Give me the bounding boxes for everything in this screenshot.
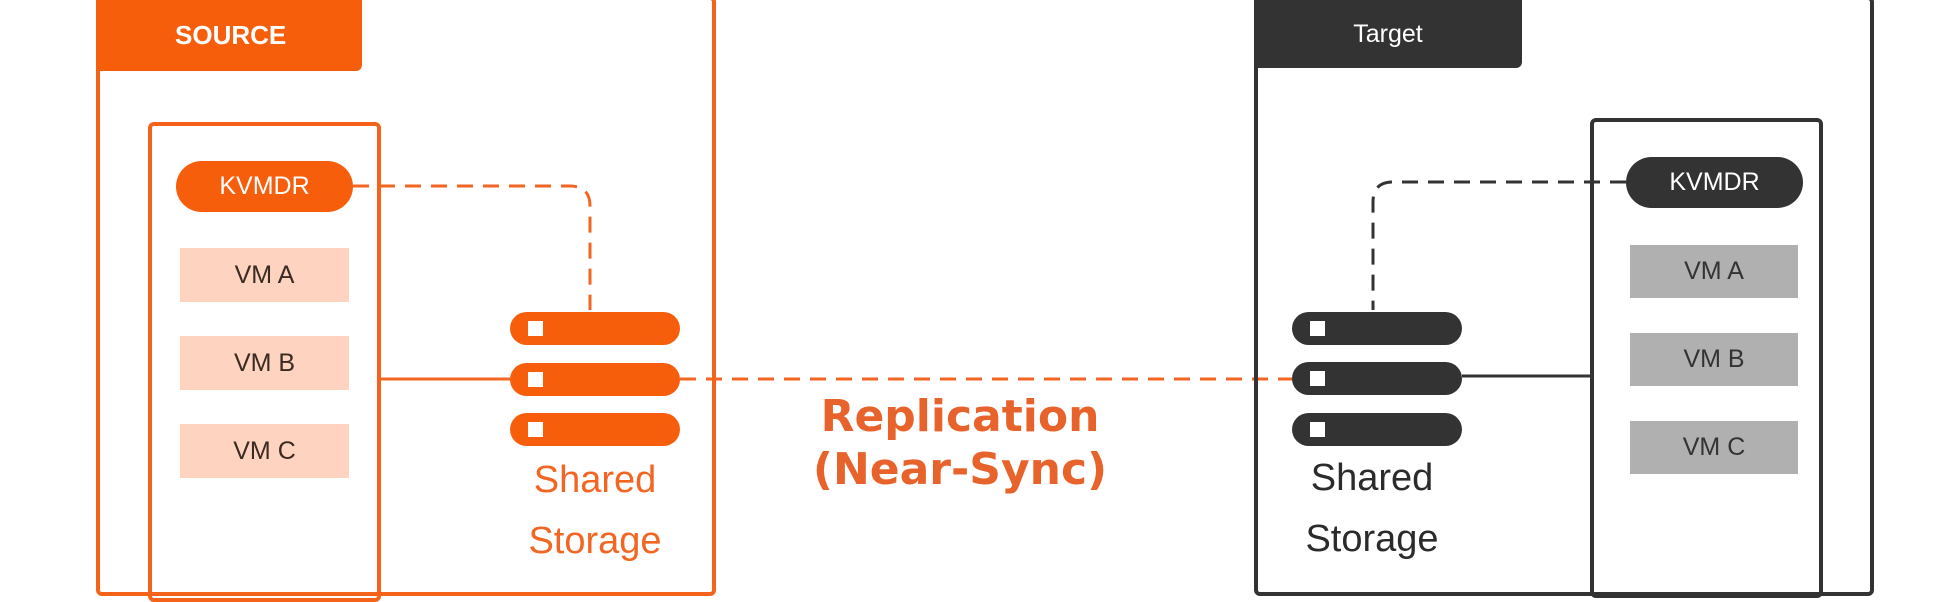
target-storage-disk-icon <box>1292 362 1462 395</box>
source-storage-label-line1: Shared <box>533 459 657 501</box>
target-vm-c: VM C <box>1630 421 1798 474</box>
source-storage-disk-icon <box>510 413 680 446</box>
source-storage-label-line2: Storage <box>528 520 662 562</box>
target-storage-disk-icon <box>1292 312 1462 345</box>
target-site-title: Target <box>1254 0 1522 68</box>
source-vm-b: VM B <box>180 336 349 390</box>
target-storage-label-line2: Storage <box>1305 518 1439 560</box>
source-storage-disk-icon <box>510 312 680 345</box>
connector-lines <box>353 180 1626 381</box>
target-storage-label-line1: Shared <box>1310 457 1434 499</box>
source-vm-a: VM A <box>180 248 349 302</box>
source-kvmdr-pill: KVMDR <box>176 161 353 212</box>
replication-label-line2: (Near-Sync) <box>812 444 1108 495</box>
target-vm-b: VM B <box>1630 333 1798 386</box>
target-storage-label: Shared Storage <box>1272 448 1472 570</box>
source-kvmdr-storage-link <box>353 184 592 310</box>
replication-label-line1: Replication <box>820 391 1100 442</box>
target-storage-disk-icon <box>1292 413 1462 446</box>
replication-label: Replication (Near-Sync) <box>760 390 1160 496</box>
source-site-title: SOURCE <box>96 0 362 71</box>
target-kvmdr-pill: KVMDR <box>1626 157 1803 208</box>
target-vm-a: VM A <box>1630 245 1798 298</box>
source-storage-disk-icon <box>510 363 680 396</box>
target-kvmdr-storage-link <box>1371 180 1626 310</box>
source-vm-c: VM C <box>180 424 349 478</box>
source-storage-label: Shared Storage <box>495 450 695 572</box>
